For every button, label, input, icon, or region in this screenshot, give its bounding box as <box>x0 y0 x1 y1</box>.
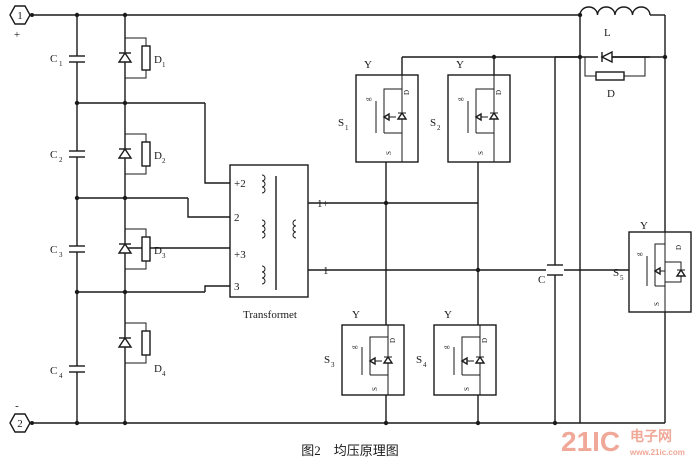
s1-gate-label: Y <box>364 59 372 71</box>
terminal-1-label: 1 <box>17 10 23 22</box>
diode-main-label: D <box>607 88 615 100</box>
d1-sub: 1 <box>162 61 166 69</box>
transformer: +2 2 +3 3 1+ 1 Transformet <box>229 164 329 321</box>
s2-drain-pin: D <box>495 90 503 95</box>
s5-sub: 5 <box>620 274 624 282</box>
c1-letter: C <box>50 53 57 65</box>
transformer-pin-1p: 1+ <box>317 198 329 210</box>
terminal-1-sign: + <box>14 29 20 41</box>
d4-sub: 4 <box>162 370 166 378</box>
s4-sub: 4 <box>423 361 427 369</box>
switch-s5: g D S Y S 5 <box>613 220 692 313</box>
c2-sub: 2 <box>59 156 63 164</box>
s3-sub: 3 <box>331 361 335 369</box>
diode-d4: D 4 <box>117 330 166 378</box>
s3-gate-pin: g <box>350 345 358 349</box>
d1-letter: D <box>154 54 162 66</box>
c2-letter: C <box>50 149 57 161</box>
switch-s3: g D S Y S 3 <box>324 309 405 396</box>
watermark-main: 21IC <box>561 426 620 457</box>
s3-gate-label: Y <box>352 309 360 321</box>
s5-gate-label: Y <box>640 220 648 232</box>
c3-sub: 3 <box>59 251 63 259</box>
s4-gate-label: Y <box>444 309 452 321</box>
s4-drain-pin: D <box>481 338 489 343</box>
s5-source-pin: S <box>653 302 661 306</box>
s3-letter: S <box>324 354 330 366</box>
s2-gate-pin: g <box>456 97 464 101</box>
capacitor-c1: C 1 <box>50 53 86 68</box>
capacitor-c: C <box>538 264 564 286</box>
s2-gate-label: Y <box>456 59 464 71</box>
capacitor-c2: C 2 <box>50 149 86 164</box>
s1-sub: 1 <box>345 124 349 132</box>
d2-sub: 2 <box>162 157 166 165</box>
s2-source-pin: S <box>477 151 485 155</box>
diode-d1: D 1 <box>117 45 166 71</box>
s3-source-pin: S <box>371 387 379 391</box>
s4-source-pin: S <box>463 387 471 391</box>
transformer-caption: Transformet <box>243 309 297 321</box>
s5-drain-pin: D <box>675 245 683 250</box>
switch-s1: g D S Y S 1 <box>338 59 419 163</box>
watermark-url: www.21ic.com <box>629 448 685 457</box>
s1-source-pin: S <box>385 151 393 155</box>
terminal-negative: 2 - <box>9 400 34 433</box>
transformer-pin-2: 2 <box>234 212 240 224</box>
d3-letter: D <box>154 245 162 257</box>
capacitor-c3: C 3 <box>50 244 86 259</box>
d4-letter: D <box>154 363 162 375</box>
c1-sub: 1 <box>59 60 63 68</box>
terminal-positive: 1 + <box>9 5 34 41</box>
s1-letter: S <box>338 117 344 129</box>
figure-caption: 图2 均压原理图 <box>301 443 399 458</box>
inductor-l: L <box>579 6 651 39</box>
switch-s4: g D S Y S 4 <box>416 309 497 396</box>
diode-d3: D 3 <box>117 236 166 262</box>
s5-letter: S <box>613 267 619 279</box>
switch-s2: g D S Y S 2 <box>430 59 511 163</box>
transformer-pin-3: 3 <box>234 281 240 293</box>
s2-letter: S <box>430 117 436 129</box>
d2-letter: D <box>154 150 162 162</box>
watermark-logo: 21IC 电子网 www.21ic.com <box>561 426 685 457</box>
c4-letter: C <box>50 365 57 377</box>
s5-gate-pin: g <box>635 252 643 256</box>
terminal-2-label: 2 <box>17 418 23 430</box>
terminal-2-sign: - <box>15 400 19 412</box>
s3-drain-pin: D <box>389 338 397 343</box>
diode-main: D <box>580 50 650 100</box>
wires <box>32 14 666 424</box>
watermark-cn: 电子网 <box>630 428 672 444</box>
d3-sub: 3 <box>162 252 166 260</box>
c3-letter: C <box>50 244 57 256</box>
transformer-pin-1: 1 <box>323 265 329 277</box>
transformer-pin-p3: +3 <box>234 249 246 261</box>
inductor-label: L <box>604 27 611 39</box>
capacitor-c-label: C <box>538 274 545 286</box>
s1-drain-pin: D <box>403 90 411 95</box>
s2-sub: 2 <box>437 124 441 132</box>
diode-d2: D 2 <box>117 141 166 167</box>
s1-gate-pin: g <box>364 97 372 101</box>
transformer-pin-p2: +2 <box>234 178 246 190</box>
c4-sub: 4 <box>59 372 63 380</box>
capacitor-c4: C 4 <box>50 365 86 380</box>
s4-letter: S <box>416 354 422 366</box>
s4-gate-pin: g <box>442 345 450 349</box>
